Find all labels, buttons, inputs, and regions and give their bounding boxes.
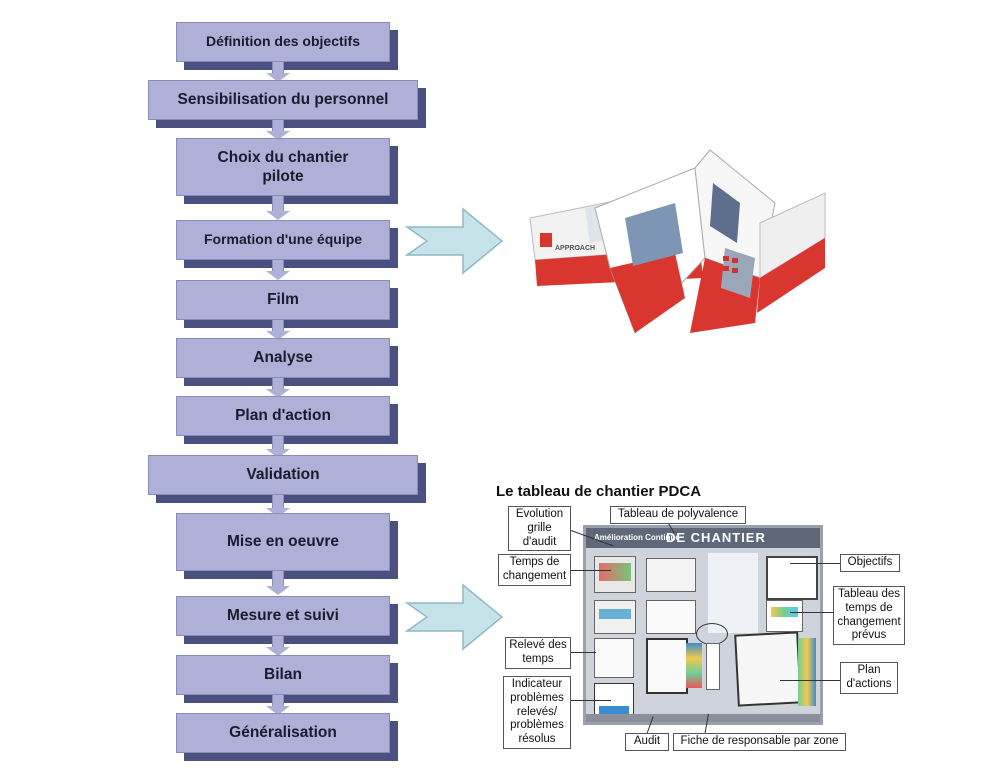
label-objectifs: Objectifs (840, 554, 900, 572)
connector (266, 320, 290, 340)
label-temps-changement-prevus: Tableau des temps de changement prévus (833, 586, 905, 646)
label-evolution-grille-audit: Evolution grille d'audit (508, 506, 571, 552)
brochure-logo-text: APPROACH (555, 245, 595, 252)
connector (266, 260, 290, 280)
arrow-right-icon (405, 583, 504, 651)
step-bilan: Bilan (176, 655, 390, 695)
label-releve-temps: Relevé des temps (505, 637, 571, 669)
connector (266, 120, 290, 140)
connector (266, 62, 290, 82)
step-mesure-suivi: Mesure et suivi (176, 596, 390, 636)
connector (266, 378, 290, 398)
board-header-left: Amélioration Continue (594, 533, 680, 542)
label-plan-actions: Plan d'actions (840, 662, 898, 694)
label-temps-changement: Temps de changement (498, 554, 571, 586)
step-validation: Validation (148, 455, 418, 495)
board-header-right: DE CHANTIER (666, 530, 766, 545)
connector (266, 571, 290, 595)
connector (266, 436, 290, 458)
label-audit: Audit (625, 733, 669, 751)
arrow-right-icon (405, 207, 504, 275)
connector (266, 695, 290, 715)
step-mise-en-oeuvre: Mise en oeuvre (176, 513, 390, 571)
pdca-board-photo: Amélioration Continue DE CHANTIER (583, 525, 823, 725)
label-tableau-polyvalence: Tableau de polyvalence (610, 506, 746, 524)
connector (266, 636, 290, 656)
connector (266, 495, 290, 517)
brochure-image: APPROACH (529, 149, 826, 334)
label-fiche-responsable: Fiche de responsable par zone (673, 733, 846, 751)
step-analyse: Analyse (176, 338, 390, 378)
step-sensibilisation: Sensibilisation du personnel (148, 80, 418, 120)
step-film: Film (176, 280, 390, 320)
pdca-title: Le tableau de chantier PDCA (496, 483, 702, 500)
step-choix-chantier: Choix du chantier pilote (176, 138, 390, 196)
step-definition-objectifs: Définition des objectifs (176, 22, 390, 62)
step-generalisation: Généralisation (176, 713, 390, 753)
connector (266, 196, 290, 220)
label-indicateur-problemes: Indicateur problèmes relevés/ problèmes … (503, 676, 571, 749)
step-formation-equipe: Formation d'une équipe (176, 220, 390, 260)
step-plan-action: Plan d'action (176, 396, 390, 436)
